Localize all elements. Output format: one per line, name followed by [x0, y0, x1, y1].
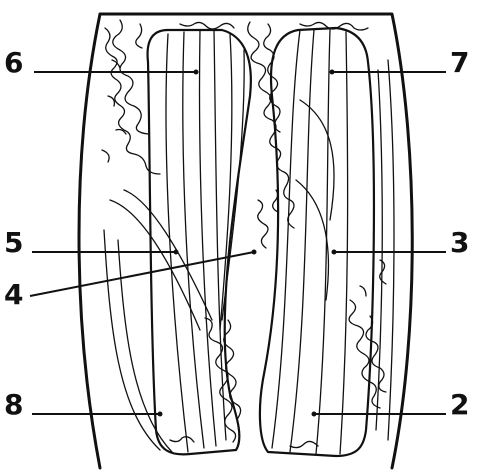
right-element-fibers	[272, 30, 348, 454]
callout-label-2: 2	[450, 388, 469, 421]
leader-dot	[252, 250, 257, 255]
callout-label-8: 8	[4, 388, 23, 421]
callout-6: 6	[4, 46, 199, 79]
callout-label-7: 7	[450, 46, 469, 79]
callout-label-4: 4	[4, 278, 23, 311]
leader-dot	[332, 250, 337, 255]
leader-dot	[158, 412, 163, 417]
callout-label-6: 6	[4, 46, 23, 79]
right-element-outline	[260, 28, 374, 456]
callout-3: 3	[332, 226, 470, 259]
callout-5: 5	[4, 226, 179, 259]
leader-dot	[312, 412, 317, 417]
leader-dot	[330, 70, 335, 75]
callout-label-5: 5	[4, 226, 23, 259]
leader-line	[30, 252, 254, 296]
callout-8: 8	[4, 388, 163, 421]
leader-dot	[194, 70, 199, 75]
outer-winding-bands	[104, 60, 394, 452]
callout-label-3: 3	[450, 226, 469, 259]
leader-dot	[174, 250, 179, 255]
